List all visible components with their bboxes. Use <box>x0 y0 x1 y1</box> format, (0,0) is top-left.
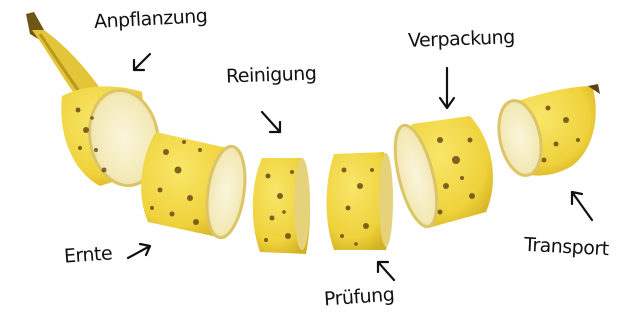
banana-slice-6 <box>493 84 600 179</box>
label-reinigung: Reinigung <box>226 64 317 86</box>
banana-slice-3 <box>253 158 310 254</box>
label-ernte: Ernte <box>63 244 112 266</box>
label-verpackung: Verpackung <box>408 28 515 51</box>
arrow-down-icon <box>436 66 458 112</box>
arrow-up-left-icon <box>372 256 400 284</box>
label-pruefung: Prüfung <box>323 286 394 310</box>
banana-slice-4 <box>327 152 394 250</box>
arrow-up-left-icon-2 <box>566 186 596 224</box>
arrow-down-right-icon <box>258 108 286 138</box>
arrow-down-left-icon <box>128 50 154 76</box>
label-transport: Transport <box>524 236 610 259</box>
arrow-up-right-icon <box>124 240 154 262</box>
banana-stem <box>26 12 100 96</box>
